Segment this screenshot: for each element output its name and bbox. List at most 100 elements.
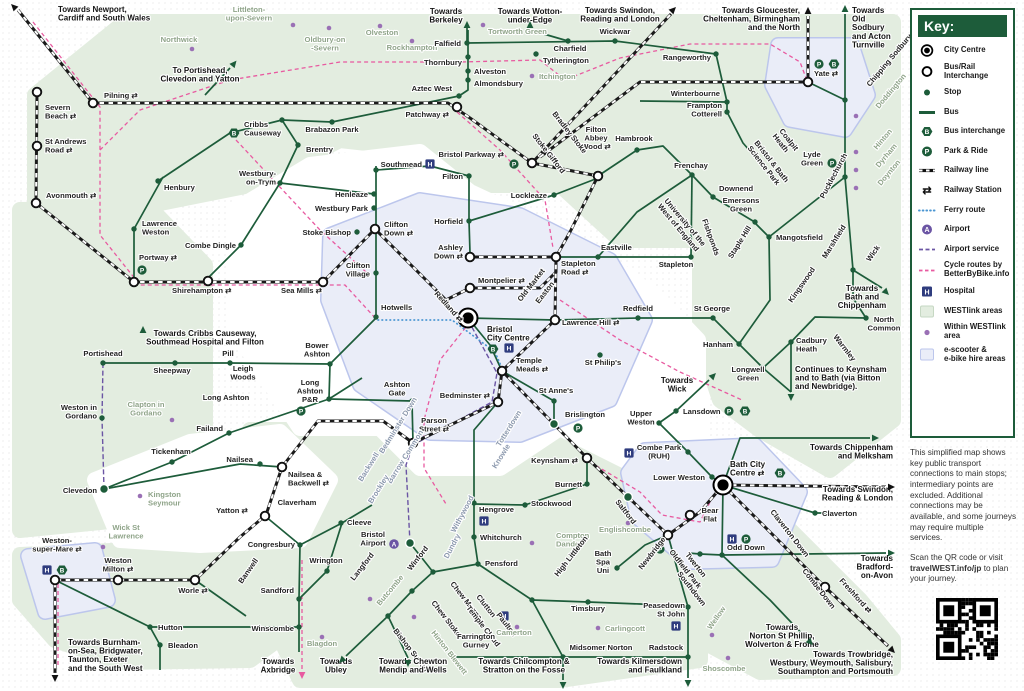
place-label: Clevedon	[63, 486, 98, 495]
qr-code	[936, 598, 998, 660]
stop-marker	[612, 38, 618, 44]
key-item-label: Airport service	[944, 243, 1000, 253]
place-label: Winscombe	[251, 624, 294, 633]
place-label: Failand	[196, 424, 223, 433]
place-label: St Philip's	[585, 358, 621, 367]
stop-marker	[226, 430, 232, 436]
key-item-label: Hospital	[944, 285, 975, 295]
within-westlink-marker	[514, 624, 520, 630]
place-label: Midsomer Norton	[570, 643, 633, 652]
hospital-icon: H	[918, 284, 940, 299]
bus-line	[597, 174, 693, 258]
place-label: Camerton	[496, 628, 532, 637]
place-label: Redfield	[623, 304, 653, 313]
stop-marker	[724, 109, 730, 115]
direction-arrow	[668, 7, 676, 15]
svg-text:B: B	[832, 61, 837, 68]
svg-text:⇄: ⇄	[922, 185, 931, 197]
key-item: ⇄Railway Station	[918, 183, 1007, 198]
direction-arrow	[887, 645, 895, 653]
stop-marker	[850, 267, 856, 273]
railway-line-icon	[918, 163, 940, 178]
interchange-marker	[407, 437, 419, 449]
stop-marker	[354, 229, 360, 235]
place-label: Wickwar	[600, 27, 631, 36]
stop-marker	[551, 192, 557, 198]
direction-arrow	[872, 434, 879, 442]
place-label: Littleton-upon-Severn	[226, 5, 273, 23]
place-label: Oldbury-on-Severn	[305, 35, 346, 53]
stop-marker	[685, 604, 691, 610]
park-and-ride-icon: P	[573, 423, 583, 433]
place-label: Frenchay	[674, 161, 709, 170]
park-and-ride-icon: P	[655, 544, 665, 554]
place-label: Northwick	[161, 35, 198, 44]
bus-interchange-icon: B	[739, 406, 751, 416]
place-label: Shoscombe	[702, 664, 745, 673]
stop-marker	[656, 420, 662, 426]
bus-line	[279, 182, 375, 195]
stop-marker	[471, 534, 477, 540]
stop-marker	[533, 51, 539, 57]
park-and-ride-icon: P	[918, 144, 940, 159]
westlink-area-icon	[918, 304, 940, 319]
place-label: Brabazon Park	[305, 125, 359, 134]
place-label: Horfield	[434, 217, 463, 226]
place-label: Mangotsfield	[776, 233, 823, 242]
bus-line	[468, 176, 471, 254]
place-label: Stockwood	[531, 499, 572, 508]
stop-icon	[918, 85, 940, 100]
place-label: Pill	[222, 349, 233, 358]
within-westlink-icon	[918, 325, 940, 340]
interchange-marker	[259, 510, 271, 522]
direction-arrow	[404, 660, 412, 667]
interchange-marker	[31, 86, 43, 98]
key-item-label: City Centre	[944, 45, 986, 55]
place-label: Brislington	[565, 410, 605, 419]
direction-arrow	[51, 675, 59, 682]
place-label: Lower Weston	[653, 473, 705, 482]
bus-line	[204, 67, 231, 96]
place-label: Sea Mills ⇄	[281, 286, 323, 295]
stop-marker	[724, 99, 730, 105]
towards-label: Towards Newport,Cardiff and South Wales	[58, 5, 151, 23]
interchange-marker	[802, 76, 814, 88]
stop-marker	[295, 142, 301, 148]
svg-text:A: A	[392, 541, 397, 548]
bus-line	[690, 174, 693, 258]
cycle-route-line	[32, 21, 378, 321]
place-label: Tytherington	[543, 56, 589, 65]
key-item: Within WESTlink area	[918, 322, 1007, 341]
within-westlink-marker	[853, 149, 859, 155]
interchange-marker	[592, 170, 604, 182]
towards-label: Towards Swindon,Reading and London	[580, 6, 660, 24]
stop-marker	[766, 234, 772, 240]
interchange-marker	[526, 157, 538, 169]
svg-text:P: P	[299, 408, 304, 415]
interchange-marker	[276, 461, 288, 473]
bus-interchange-icon: B	[228, 128, 240, 138]
place-label: Keynsham ⇄	[531, 456, 579, 465]
interchange-marker	[87, 97, 99, 109]
place-label: Hotwells	[381, 303, 412, 312]
park-and-ride-icon: P	[137, 265, 147, 275]
railway-line	[539, 81, 808, 158]
ferry-route-icon	[918, 203, 940, 218]
stop-marker	[689, 172, 695, 178]
qr-instruction: Scan the QR code or visit travelWEST.inf…	[910, 552, 1009, 584]
stop-marker	[788, 339, 794, 345]
interchange-marker	[369, 223, 381, 235]
stop-marker	[227, 360, 233, 366]
key-item-label: Bus/Rail Interchange	[944, 61, 989, 80]
interchange-marker	[189, 574, 201, 586]
stop-marker	[147, 624, 153, 630]
stop-marker	[296, 596, 302, 602]
direction-arrow	[11, 4, 19, 12]
towards-label: Towards Gloucester,Cheltenham, Birmingha…	[703, 6, 800, 32]
